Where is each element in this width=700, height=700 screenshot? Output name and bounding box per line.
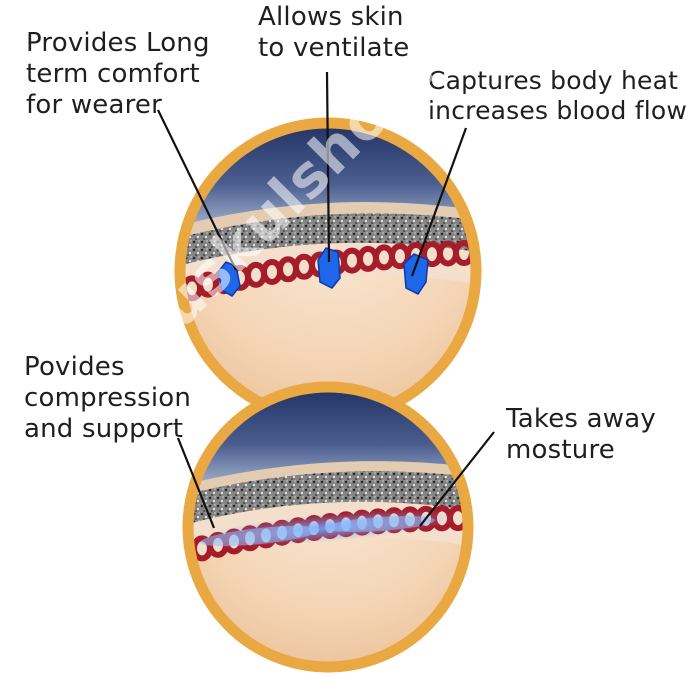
label-line: and support xyxy=(24,414,184,444)
label-line: term comfort xyxy=(26,59,200,89)
label-line: increases blood flow xyxy=(428,96,688,125)
ventilation-channels xyxy=(217,247,429,297)
label-line: Captures body heat xyxy=(428,66,679,95)
pointer-lines xyxy=(157,71,495,529)
label-ventilate: Allows skin to ventilate xyxy=(258,2,409,64)
pointer-compression xyxy=(176,437,216,529)
label-body-heat: Captures body heat increases blood flow xyxy=(428,66,687,126)
pointer-moisture xyxy=(419,431,495,527)
label-line: for wearer xyxy=(26,90,163,120)
bottom-magnifier xyxy=(182,381,474,673)
label-compression: Povides compression and support xyxy=(24,352,191,445)
label-line: Provides Long xyxy=(26,28,210,58)
label-long-term-comfort: Provides Long term comfort for wearer xyxy=(26,28,210,121)
label-line: Takes away xyxy=(506,404,656,434)
label-line: Povides xyxy=(24,352,125,382)
pointer-ventilate xyxy=(325,71,331,263)
label-line: compression xyxy=(24,383,192,413)
pointer-long-term xyxy=(157,109,237,271)
label-line: mosture xyxy=(506,435,615,465)
pointer-body-heat xyxy=(410,127,468,277)
label-line: to ventilate xyxy=(258,33,410,63)
label-line: Allows skin xyxy=(258,2,404,32)
label-moisture: Takes away mosture xyxy=(506,404,656,466)
